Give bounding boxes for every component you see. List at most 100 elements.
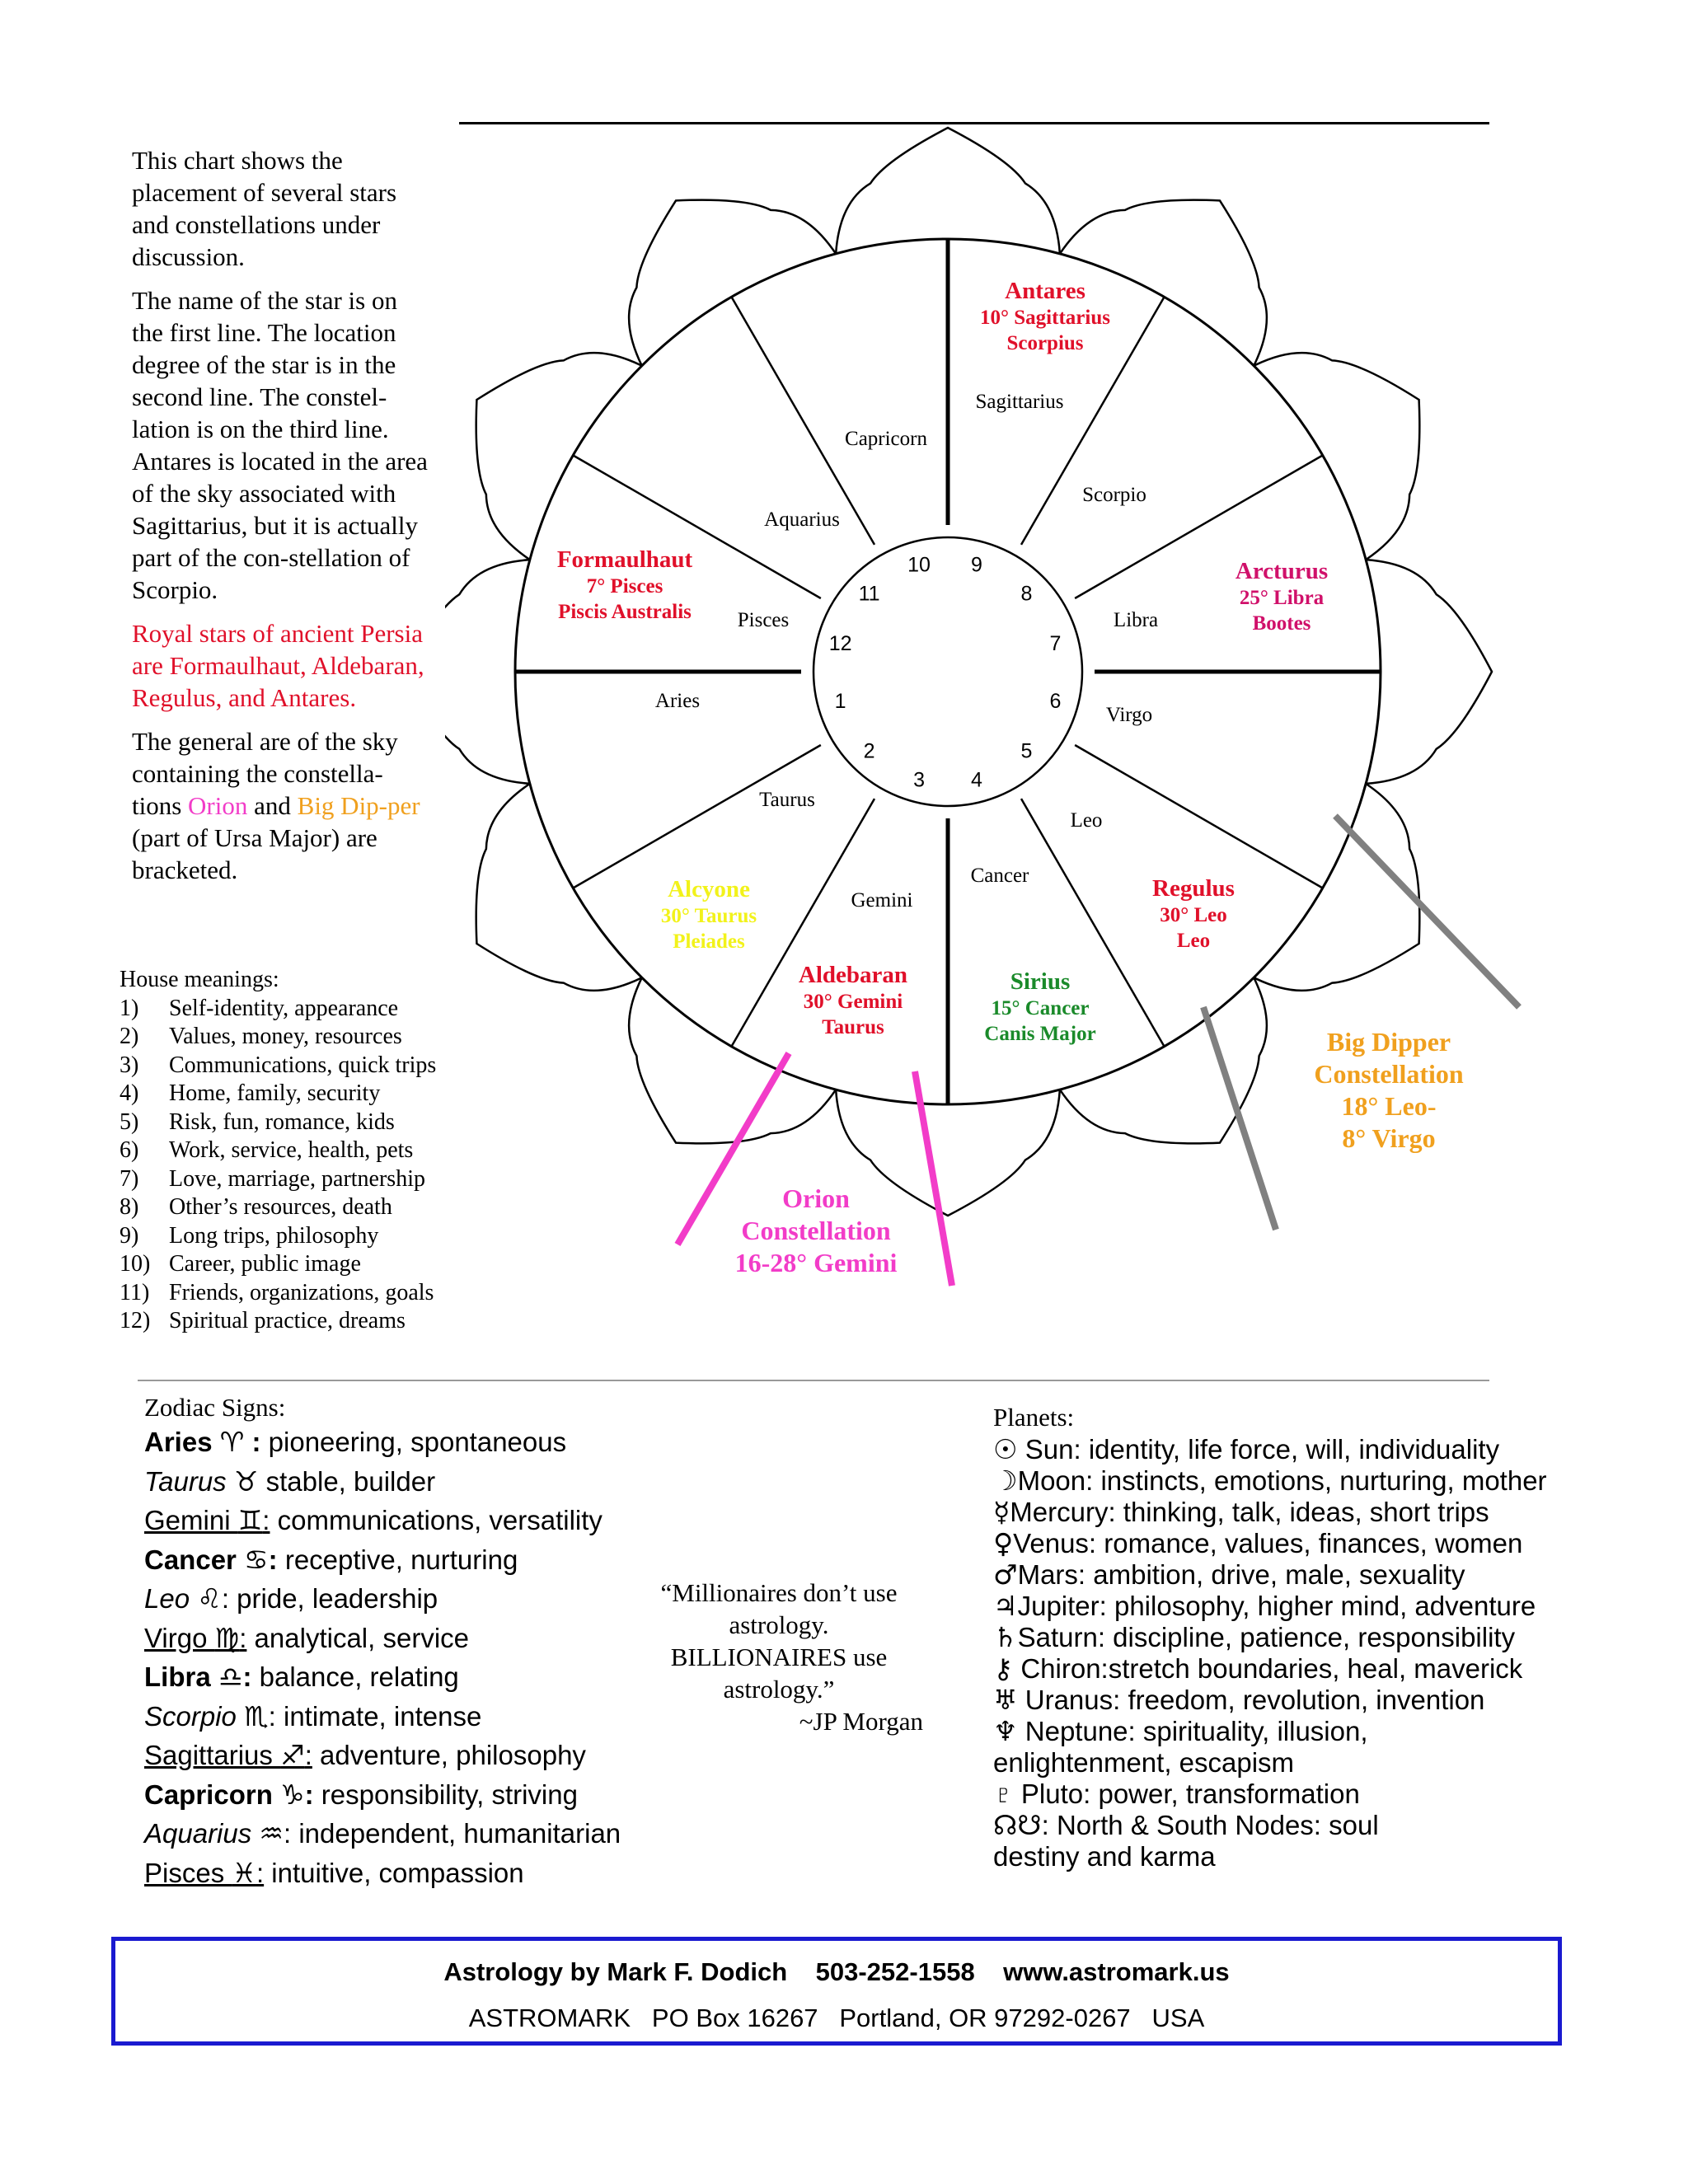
zodiac-signs: Zodiac Signs: Aries ♈ : pioneering, spon… (144, 1391, 672, 1892)
house-meaning-item: 7) Love, marriage, partnership (120, 1165, 482, 1194)
quote: “Millionaires don’t use astrology. BILLI… (635, 1577, 924, 1737)
intro-paragraph-4: The general are of the sky containing th… (132, 725, 429, 886)
house-meaning-number: 2) (120, 1024, 139, 1049)
zodiac-name: Scorpio (144, 1700, 245, 1732)
sign-label-aquarius: Aquarius (764, 509, 840, 531)
constellation-brackets (674, 813, 1522, 1286)
zodiac-description: : communications, versatility (262, 1505, 603, 1535)
zodiac-item-libra: Libra ♎: balance, relating (144, 1657, 672, 1697)
house-cusp-line (730, 798, 876, 1047)
house-number: 12 (829, 632, 852, 655)
zodiac-description: stable, builder (258, 1465, 436, 1497)
house-cusp-line (572, 743, 822, 889)
big-dipper-line-3: 18° Leo- (1341, 1091, 1437, 1121)
planet-row: ☉ Sun: identity, life force, will, indiv… (993, 1434, 1669, 1465)
planet-text: Moon: instincts, emotions, nurturing, mo… (1017, 1465, 1547, 1496)
top-rule (459, 122, 1489, 124)
zodiac-item-aquarius: Aquarius ♒: independent, humanitarian (144, 1814, 672, 1854)
house-meaning-text: Spiritual practice, dreams (169, 1308, 406, 1333)
star-sirius-line-1: Sirius (1010, 968, 1071, 995)
house-cusp-line (1020, 296, 1165, 546)
petal (1253, 782, 1421, 992)
house-number: 10 (907, 554, 931, 577)
quote-line-4: astrology.” (723, 1675, 835, 1704)
zodiac-name: Capricorn (144, 1779, 281, 1810)
house-number: 6 (1049, 690, 1061, 713)
planets-title: Planets: (993, 1403, 1075, 1432)
virgo-glyph-icon: ♍ (214, 1622, 240, 1653)
house-meaning-number: 1) (120, 995, 139, 1021)
big-dipper-line-2: Constellation (1314, 1059, 1464, 1089)
star-aldebaran-line-2: 30° Gemini (804, 991, 903, 1013)
footer-address: ASTROMARK PO Box 16267 Portland, OR 9729… (468, 2004, 1205, 2032)
house-meaning-text: Love, marriage, partnership (169, 1165, 425, 1192)
sign-label-leo: Leo (1071, 809, 1103, 832)
planet-glyph-icon: ♃ (993, 1590, 1018, 1622)
quote-line-1: “Millionaires don’t use (660, 1578, 898, 1607)
planet-row: ☽Moon: instincts, emotions, nurturing, m… (993, 1465, 1669, 1497)
planet-glyph-icon: ♄ (993, 1621, 1018, 1653)
big-dipper-line-1: Big Dipper (1326, 1027, 1451, 1057)
house-meaning-number: 6) (120, 1137, 139, 1163)
zodiac-description: : adventure, philosophy (304, 1740, 586, 1770)
house-meaning-text: Risk, fun, romance, kids (169, 1108, 395, 1135)
star-antares-line-2: 10° Sagittarius (980, 307, 1110, 329)
zodiac-item-cancer: Cancer ♋: receptive, nurturing (144, 1540, 672, 1580)
house-number: 4 (971, 768, 982, 791)
footer-box: Astrology by Mark F. Dodich 503-252-1558… (111, 1937, 1562, 2046)
intro-p4-and: and (247, 791, 298, 820)
zodiac-name: Gemini (144, 1505, 238, 1535)
star-formaulhaut-line-3: Piscis Australis (558, 601, 692, 623)
planet-row: ♃Jupiter: philosophy, higher mind, adven… (993, 1591, 1669, 1622)
house-meaning-item: 9)Long trips, philosophy (120, 1222, 482, 1251)
petal (627, 977, 837, 1145)
zodiac-description: : independent, humanitarian (284, 1818, 621, 1849)
pisces-glyph-icon: ♓ (232, 1857, 256, 1888)
dipper-bracket-bottom (1200, 1005, 1279, 1231)
orion-line-1: Orion (782, 1183, 850, 1213)
intro-paragraph-2: The name of the star is on the first lin… (132, 286, 428, 604)
zodiac-item-taurus: Taurus ♉ stable, builder (144, 1462, 672, 1502)
house-number: 2 (864, 739, 875, 762)
star-regulus-line-1: Regulus (1152, 875, 1235, 902)
quote-attribution: ~JP Morgan (799, 1707, 923, 1736)
house-meaning-item: 2)Values, money, resources (120, 1023, 482, 1052)
planet-row: ⚷ Chiron:stretch boundaries, heal, maver… (993, 1653, 1669, 1685)
house-number: 1 (835, 690, 846, 713)
zodiac-description: : pride, leadership (221, 1583, 438, 1614)
zodiac-item-scorpio: Scorpio ♏: intimate, intense (144, 1697, 672, 1736)
zodiac-name: Aries (144, 1427, 220, 1457)
orion-word: Orion (188, 791, 248, 820)
zodiac-description: : responsibility, striving (304, 1779, 578, 1810)
planet-row: ♀Venus: romance, values, finances, women (993, 1528, 1669, 1559)
orion-label: Orion Constellation 16-28° Gemini (701, 1183, 931, 1279)
intro-text: This chart shows the placement of severa… (132, 144, 429, 898)
star-alcyone-line-2: 30° Taurus (661, 905, 757, 927)
quote-line-2: astrology. (729, 1610, 829, 1639)
cancer-glyph-icon: ♋ (244, 1544, 269, 1575)
planet-text: Jupiter: philosophy, higher mind, advent… (1017, 1591, 1536, 1621)
house-meaning-item: 11)Friends, organizations, goals (120, 1279, 482, 1308)
zodiac-name: Cancer (144, 1544, 245, 1575)
house-meaning-text: Home, family, security (169, 1080, 381, 1106)
house-meaning-number: 7) (120, 1165, 139, 1192)
star-regulus-line-2: 30° Leo (1160, 904, 1227, 926)
sign-label-capricorn: Capricorn (845, 428, 927, 450)
planets: Planets: ☉ Sun: identity, life force, wi… (993, 1401, 1669, 1872)
aquarius-glyph-icon: ♒ (259, 1818, 284, 1849)
zodiac-description: : intuitive, compassion (256, 1857, 524, 1888)
house-meaning-item: 4)Home, family, security (120, 1080, 482, 1108)
petal (445, 558, 530, 785)
zodiac-description: : pioneering, spontaneous (244, 1427, 567, 1457)
orion-bracket-left (674, 1051, 792, 1247)
star-alcyone-line-1: Alcyone (668, 876, 750, 902)
zodiac-description: : intimate, intense (268, 1700, 482, 1732)
zodiac-item-gemini: Gemini ♊: communications, versatility (144, 1501, 672, 1540)
planet-row: ☿Mercury: thinking, talk, ideas, short t… (993, 1497, 1669, 1528)
house-cusp-line (1074, 454, 1324, 600)
leo-glyph-icon: ♌ (197, 1583, 222, 1614)
planet-text: Mars: ambition, drive, male, sexuality (1017, 1559, 1465, 1590)
